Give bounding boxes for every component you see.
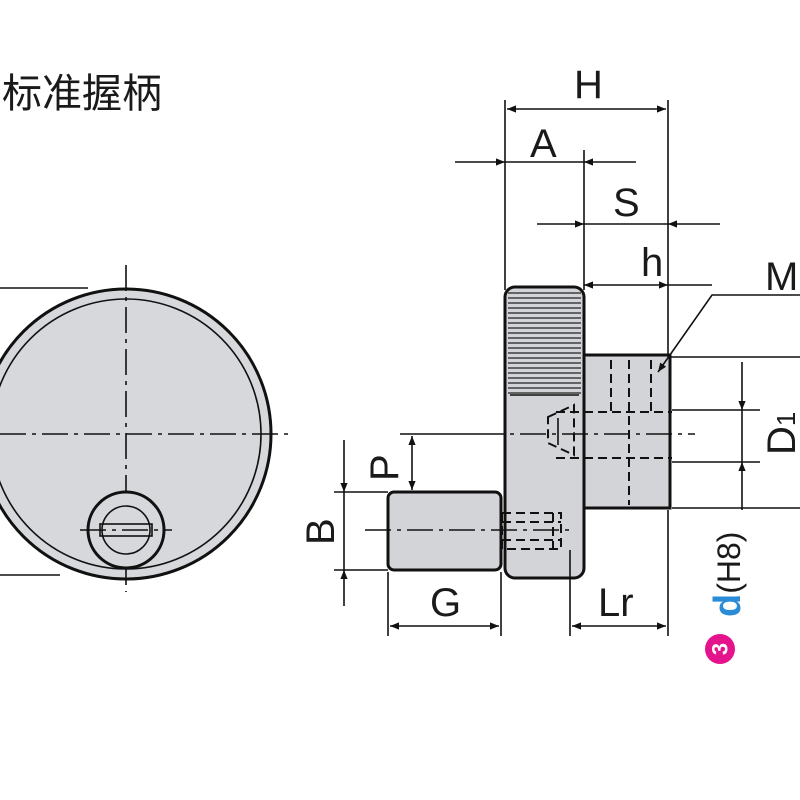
drawing-title: 标准握柄 (2, 71, 162, 117)
hub-body (572, 353, 672, 510)
dim-H-label: H (574, 63, 603, 107)
dim-G-label: G (430, 581, 461, 625)
dim-B-label: B (299, 518, 343, 545)
callout-badge (705, 634, 735, 664)
dim-M-label: M (765, 255, 798, 299)
dim-h-label: h (641, 241, 663, 285)
dim-S-label: S (613, 181, 640, 225)
dim-M-leader (657, 294, 800, 373)
grip-handle (386, 490, 503, 572)
keyway-hidden (547, 403, 575, 457)
dimensions: H A S h M D1 d(H8) 3 P (299, 63, 800, 664)
front-view (0, 265, 292, 592)
dim-Lr-label: Lr (598, 581, 634, 625)
side-view (365, 285, 695, 580)
grip-screw (501, 512, 562, 550)
dim-P-label: P (363, 454, 407, 481)
dim-A-label: A (530, 122, 557, 166)
dim-d-label: d(H8) (707, 532, 749, 617)
callout-number: 3 (708, 643, 733, 655)
dim-D1-label: D1 (760, 412, 800, 455)
wheel-web (510, 395, 579, 575)
knurl-lines (508, 292, 581, 394)
